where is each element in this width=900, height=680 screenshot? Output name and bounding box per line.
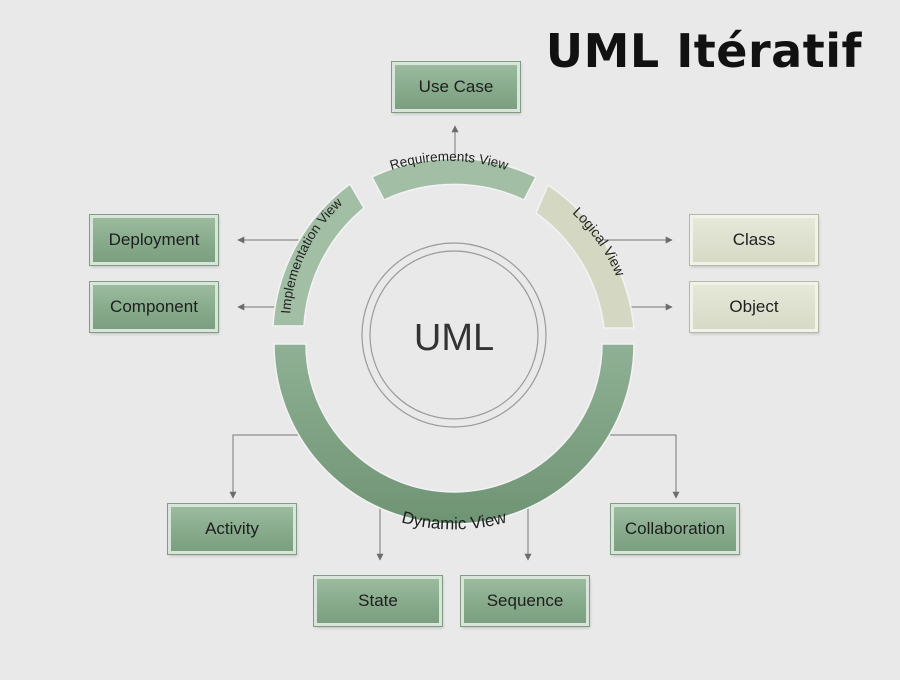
activity-label: Activity xyxy=(205,519,259,538)
center-inner-ring xyxy=(369,250,539,420)
class-label: Class xyxy=(732,230,776,249)
collaboration-box[interactable]: Collaboration xyxy=(610,503,740,555)
state-label: State xyxy=(358,591,398,610)
center-outer-ring xyxy=(361,242,547,428)
dynamic-view-arc[interactable] xyxy=(273,343,635,525)
logical-view-arc[interactable] xyxy=(535,183,635,329)
requirements-view-arc[interactable] xyxy=(370,157,538,201)
use-case-box[interactable]: Use Case xyxy=(391,61,521,113)
state-box[interactable]: State xyxy=(313,575,443,627)
center-label: UML xyxy=(414,317,494,359)
implementation-view-arc[interactable] xyxy=(272,182,365,327)
component-box[interactable]: Component xyxy=(89,281,219,333)
use-case-label: Use Case xyxy=(418,77,494,96)
connector-collaboration xyxy=(602,434,680,499)
connector-activity xyxy=(229,434,310,499)
component-label: Component xyxy=(110,297,198,316)
object-label: Object xyxy=(729,297,779,316)
page-title: UML Itératif xyxy=(545,24,862,78)
deployment-box[interactable]: Deployment xyxy=(89,214,219,266)
collaboration-label: Collaboration xyxy=(624,519,726,538)
sequence-label: Sequence xyxy=(486,591,564,610)
activity-box[interactable]: Activity xyxy=(167,503,297,555)
sequence-box[interactable]: Sequence xyxy=(460,575,590,627)
class-box[interactable]: Class xyxy=(689,214,819,266)
deployment-label: Deployment xyxy=(108,230,200,249)
object-box[interactable]: Object xyxy=(689,281,819,333)
